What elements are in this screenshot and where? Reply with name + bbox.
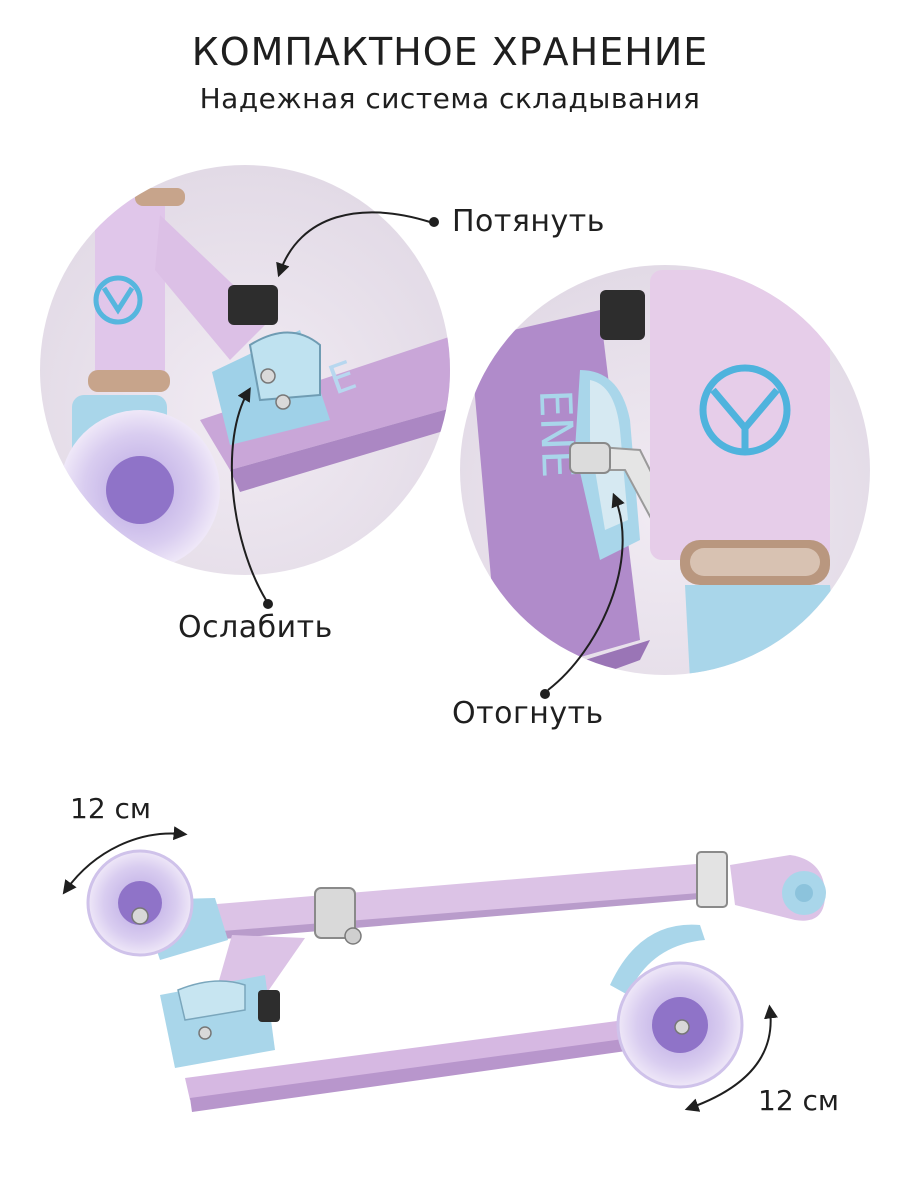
callout-arrow-bend: [540, 492, 625, 699]
front-wheel-size-label: 12 см: [70, 792, 152, 825]
page-title: КОМПАКТНОЕ ХРАНЕНИЕ: [191, 30, 709, 74]
zoom-circle-latch: ENE: [460, 265, 870, 675]
rear-wheel-size-label: 12 см: [758, 1084, 840, 1117]
callout-arrow-loosen: [230, 387, 273, 609]
page-subtitle: Надежная система складывания: [199, 82, 701, 115]
callout-pull-label: Потянуть: [452, 204, 605, 239]
dimension-arrow-front-wheel: [62, 826, 188, 895]
callout-arrow-pull: [276, 211, 439, 278]
dimension-arrow-rear-wheel: [684, 1004, 778, 1112]
zoom-circle-fold-mechanism: E: [40, 165, 450, 575]
callout-loosen-label: Ослабить: [178, 610, 333, 645]
folded-scooter: [86, 849, 826, 1112]
callout-bend-label: Отогнуть: [452, 696, 604, 731]
